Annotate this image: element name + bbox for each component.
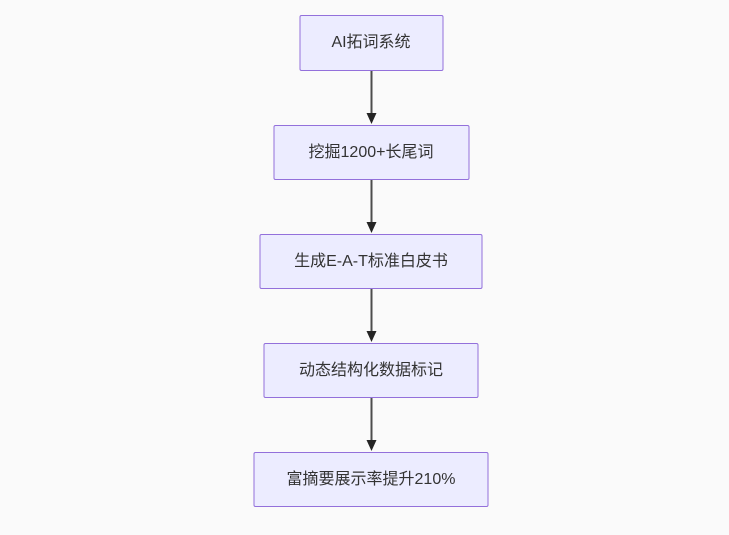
flow-node-label: 生成E-A-T标准白皮书: [294, 252, 448, 270]
flow-node-structured-data-markup: 动态结构化数据标记: [263, 343, 479, 398]
arrow-down-icon: [366, 398, 376, 451]
flowchart-column: AI拓词系统 挖掘1200+长尾词 生成E-A-T标准白皮书 动态结构化数据标记: [253, 15, 489, 507]
flow-node-rich-snippet-result: 富摘要展示率提升210%: [253, 452, 489, 507]
flow-node-longtail-mining: 挖掘1200+长尾词: [273, 125, 469, 180]
flow-node-label: 动态结构化数据标记: [298, 361, 443, 379]
flow-node-label: AI拓词系统: [331, 34, 411, 51]
flow-node-label: 富摘要展示率提升210%: [286, 470, 456, 488]
flow-node-label: 挖掘1200+长尾词: [308, 143, 434, 161]
flow-node-ai-word-expansion: AI拓词系统: [299, 15, 443, 71]
arrow-down-icon: [366, 180, 376, 233]
arrow-down-icon: [366, 289, 376, 342]
arrow-down-icon: [366, 71, 376, 124]
flow-node-eat-whitepaper: 生成E-A-T标准白皮书: [259, 234, 483, 289]
